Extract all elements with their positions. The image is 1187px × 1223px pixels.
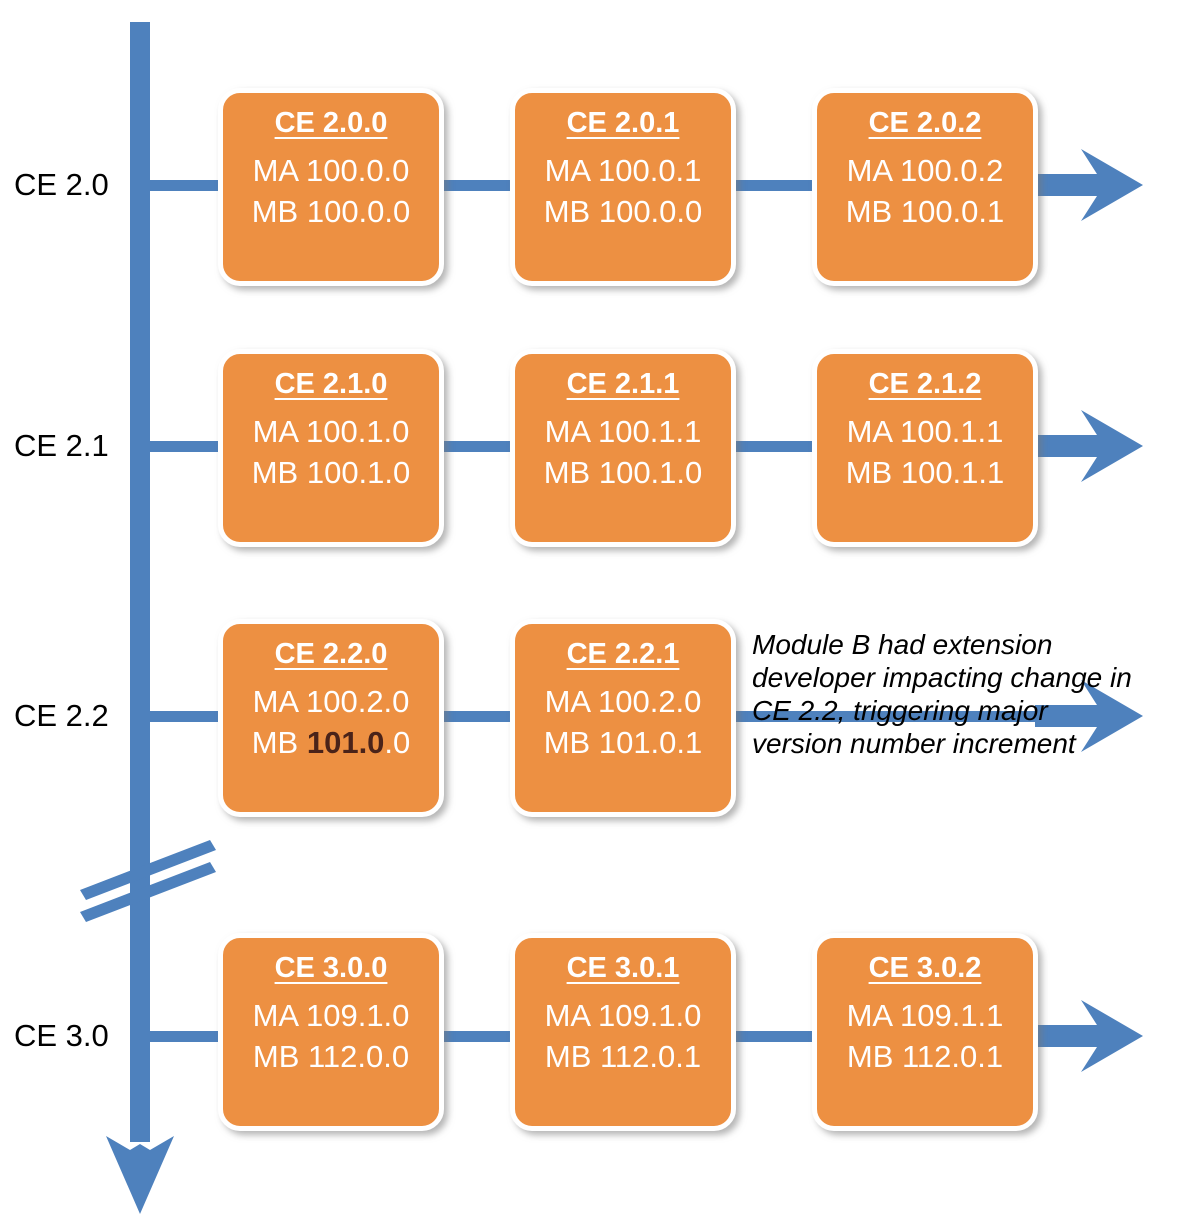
version-box-ce-3-0-0[interactable]: CE 3.0.0 MA 109.1.0 MB 112.0.0: [218, 933, 444, 1131]
row-label-ce-2-0: CE 2.0: [14, 167, 109, 202]
branch-arrow-right-row-2-icon: [1035, 410, 1143, 482]
version-box-module-a: MA 100.0.0: [252, 153, 410, 189]
timeline-axis-line: [130, 22, 150, 1142]
version-box-title: CE 2.2.0: [274, 638, 388, 670]
row-label-ce-2-1: CE 2.1: [14, 428, 109, 463]
version-box-ce-3-0-1[interactable]: CE 3.0.1 MA 109.1.0 MB 112.0.1: [510, 933, 736, 1131]
version-box-module-a: MA 100.1.0: [252, 414, 410, 450]
branch-arrow-right-row-3-icon: [1035, 680, 1143, 752]
version-box-module-b: MB 100.0.0: [543, 194, 703, 230]
version-box-module-b: MB 101.0.0: [252, 723, 411, 764]
version-box-ce-2-1-0[interactable]: CE 2.1.0 MA 100.1.0 MB 100.1.0: [218, 349, 444, 547]
version-box-ce-2-0-2[interactable]: CE 2.0.2 MA 100.0.2 MB 100.0.1: [812, 88, 1038, 286]
version-box-module-b: MB 101.0.1: [543, 725, 703, 761]
version-box-module-a: MA 100.2.0: [544, 684, 702, 720]
version-box-ce-2-2-1[interactable]: CE 2.2.1 MA 100.2.0 MB 101.0.1: [510, 619, 736, 817]
branch-arrow-right-row-1-icon: [1035, 149, 1143, 221]
row-label-ce-3-0: CE 3.0: [14, 1018, 109, 1053]
version-box-module-b: MB 112.0.1: [544, 1039, 702, 1075]
version-box-title: CE 2.0.2: [868, 107, 982, 139]
version-box-ce-2-1-1[interactable]: CE 2.1.1 MA 100.1.1 MB 100.1.0: [510, 349, 736, 547]
version-box-title: CE 2.2.1: [566, 638, 680, 670]
version-box-module-a: MA 109.1.0: [252, 998, 410, 1034]
module-b-suffix: .0: [384, 725, 411, 761]
version-box-module-a: MA 100.1.1: [846, 414, 1004, 450]
version-box-module-b: MB 100.1.0: [543, 455, 703, 491]
version-box-title: CE 2.1.1: [566, 368, 680, 400]
version-box-title: CE 2.1.2: [868, 368, 982, 400]
version-box-module-a: MA 100.0.2: [846, 153, 1004, 189]
version-box-module-b: MB 112.0.1: [846, 1039, 1004, 1075]
row-label-ce-2-2: CE 2.2: [14, 698, 109, 733]
version-box-ce-2-0-1[interactable]: CE 2.0.1 MA 100.0.1 MB 100.0.0: [510, 88, 736, 286]
version-box-ce-3-0-2[interactable]: CE 3.0.2 MA 109.1.1 MB 112.0.1: [812, 933, 1038, 1131]
version-box-module-b: MB 100.1.0: [251, 455, 411, 491]
version-box-ce-2-0-0[interactable]: CE 2.0.0 MA 100.0.0 MB 100.0.0: [218, 88, 444, 286]
version-box-title: CE 3.0.0: [274, 952, 388, 984]
annotation-module-b-major-bump: Module B had extension developer impacti…: [752, 629, 1132, 760]
version-box-module-b: MB 112.0.0: [252, 1039, 410, 1075]
version-box-module-a: MA 109.1.1: [846, 998, 1004, 1034]
timeline-axis-arrow-down-icon: [106, 1136, 174, 1214]
version-box-title: CE 2.0.1: [566, 107, 680, 139]
version-box-module-a: MA 109.1.0: [544, 998, 702, 1034]
version-box-module-b: MB 100.0.1: [845, 194, 1005, 230]
version-box-module-a: MA 100.2.0: [252, 684, 410, 720]
version-box-module-b: MB 100.1.1: [845, 455, 1005, 491]
version-box-title: CE 2.0.0: [274, 107, 388, 139]
version-box-title: CE 3.0.1: [566, 952, 680, 984]
module-b-prefix: MB: [251, 725, 307, 761]
version-box-title: CE 2.1.0: [274, 368, 388, 400]
version-box-module-b: MB 100.0.0: [251, 194, 411, 230]
version-box-ce-2-1-2[interactable]: CE 2.1.2 MA 100.1.1 MB 100.1.1: [812, 349, 1038, 547]
axis-break-icon: [80, 840, 216, 922]
module-b-highlight: 101.0: [306, 725, 385, 761]
version-box-module-a: MA 100.1.1: [544, 414, 702, 450]
branch-arrow-right-row-4-icon: [1035, 1000, 1143, 1072]
version-box-title: CE 3.0.2: [868, 952, 982, 984]
version-box-module-a: MA 100.0.1: [544, 153, 702, 189]
version-box-ce-2-2-0[interactable]: CE 2.2.0 MA 100.2.0 MB 101.0.0: [218, 619, 444, 817]
